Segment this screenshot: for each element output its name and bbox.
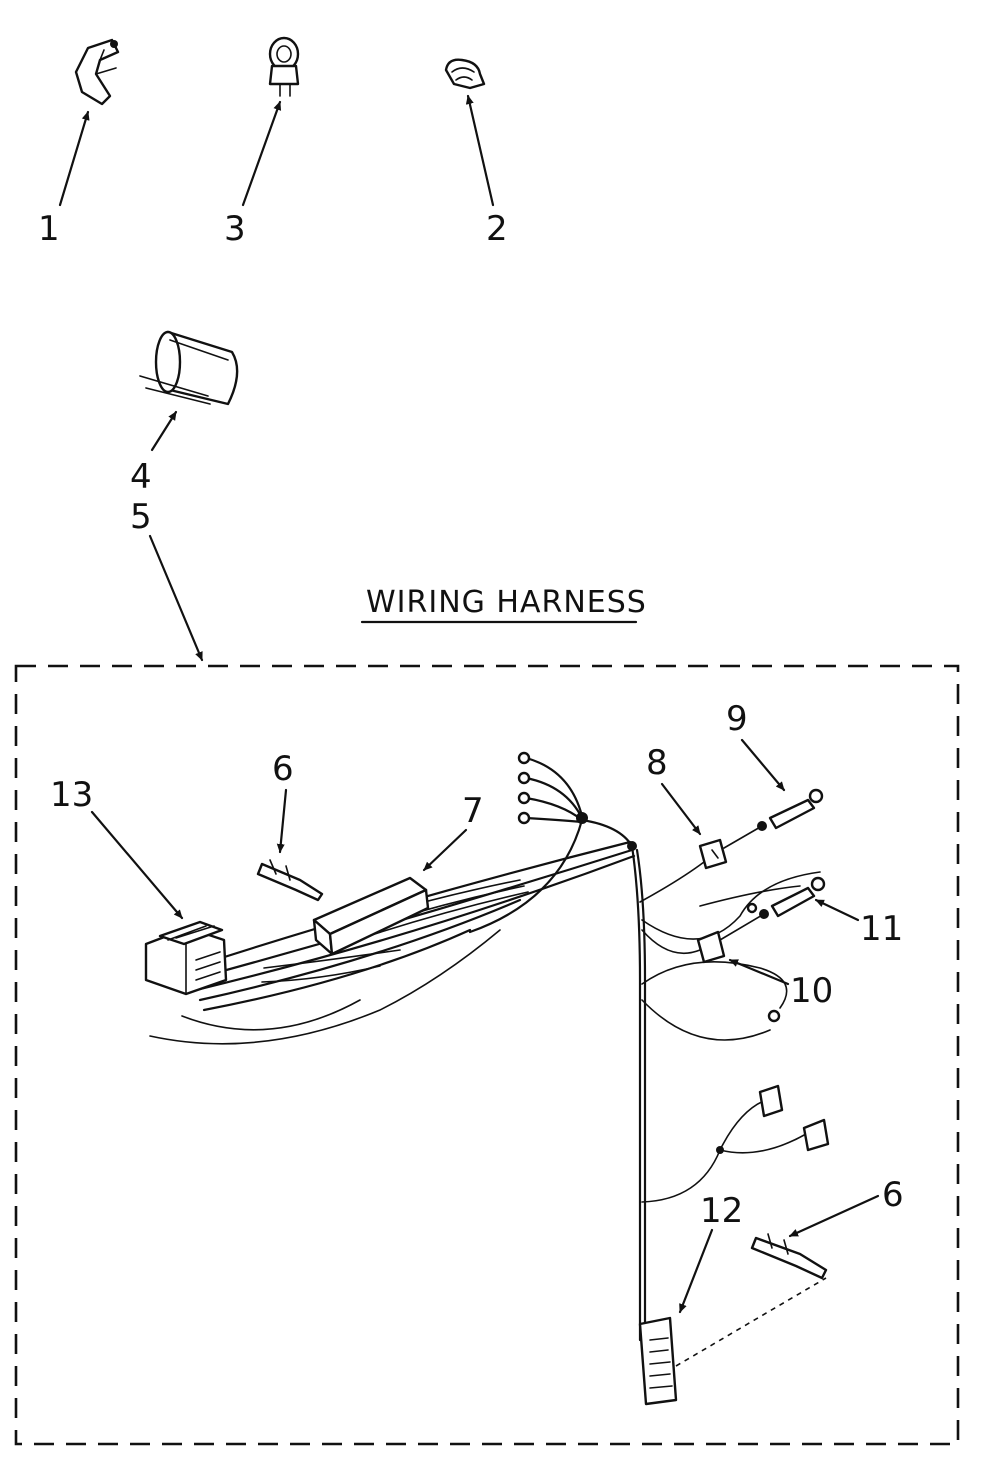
plug-connectors xyxy=(716,1084,830,1154)
ring-terminals-upper xyxy=(517,751,637,851)
part-6-terminal-lower xyxy=(750,1233,828,1280)
callout-arrow-2 xyxy=(465,94,495,207)
callout-10: 10 xyxy=(790,971,833,1011)
callout-arrow-12 xyxy=(678,1228,714,1314)
callout-arrow-8 xyxy=(660,782,702,836)
callout-9: 9 xyxy=(726,699,748,739)
part-13-main-connector xyxy=(144,920,228,996)
callout-arrow-10 xyxy=(728,958,790,986)
callout-6-upper: 6 xyxy=(272,749,294,789)
part-7-terminal-block xyxy=(312,876,430,956)
part-6-terminal-upper xyxy=(256,859,324,902)
callout-11: 11 xyxy=(860,909,903,949)
part-3-cable-clamp xyxy=(268,36,300,97)
callout-12: 12 xyxy=(700,1191,743,1231)
callout-6-lower: 6 xyxy=(882,1175,904,1215)
wiring-harness-box xyxy=(14,664,960,1446)
part-4-insulation-sleeve xyxy=(139,330,239,406)
part-10-connector xyxy=(696,930,726,964)
callout-5: 5 xyxy=(130,497,152,537)
part-12-connector xyxy=(638,1316,678,1406)
callout-13: 13 xyxy=(50,775,93,815)
callout-arrow-6-lower xyxy=(788,1194,880,1238)
callout-arrow-4 xyxy=(150,410,178,452)
part-2-grommet xyxy=(444,58,486,90)
callout-7: 7 xyxy=(462,791,484,831)
callout-arrow-1 xyxy=(58,110,90,207)
part-9-terminal xyxy=(757,788,824,831)
part-11-terminal xyxy=(746,876,826,919)
part-1-clip xyxy=(74,38,120,106)
callout-8: 8 xyxy=(646,743,668,783)
callout-3: 3 xyxy=(224,209,246,249)
callout-arrow-6-upper xyxy=(276,788,288,854)
callout-2: 2 xyxy=(486,209,508,249)
callout-arrow-13 xyxy=(90,810,184,920)
callout-arrow-7 xyxy=(422,828,468,872)
callout-arrow-9 xyxy=(740,738,786,792)
callout-arrow-3 xyxy=(241,100,282,207)
callout-1: 1 xyxy=(38,209,60,249)
diagram-title: WIRING HARNESS xyxy=(366,585,647,620)
callout-arrow-5 xyxy=(148,534,204,662)
callout-arrow-11 xyxy=(814,898,860,922)
harness-wires xyxy=(149,756,827,1367)
ring-terminal-lower xyxy=(767,1009,781,1023)
part-8-connector xyxy=(698,838,728,870)
callout-4: 4 xyxy=(130,457,152,497)
